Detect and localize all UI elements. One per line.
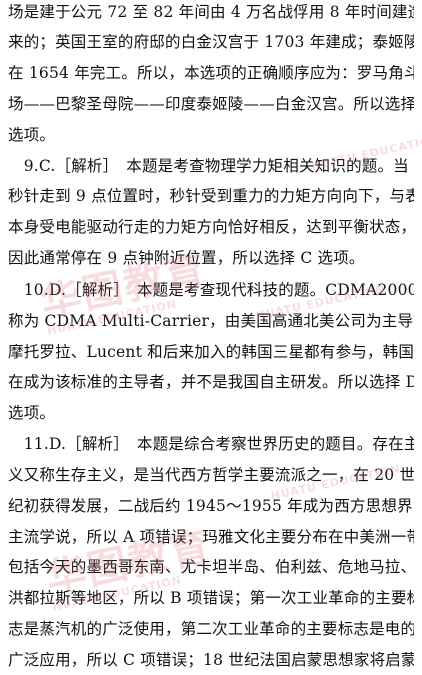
text-line: 在成为该标准的主导者，并不是我国自主研发。所以选择 D bbox=[8, 373, 414, 391]
text-line: 纪初获得发展，二战后约 1945～1955 年成为西方思想界的 bbox=[8, 497, 414, 515]
text-line: 11.D.［解析］ 本题是综合考察世界历史的题目。存在主 bbox=[8, 435, 414, 453]
text-line: 称为 CDMA Multi-Carrier，由美国高通北美公司为主导提出， bbox=[8, 312, 414, 330]
text-line: 志是蒸汽机的广泛使用，第二次工业革命的主要标志是电的 bbox=[8, 620, 414, 638]
text-line: 摩托罗拉、Lucent 和后来加入的韩国三星都有参与，韩国现 bbox=[8, 343, 414, 361]
text-line: 本身受电能驱动行走的力矩方向恰好相反，达到平衡状态， bbox=[8, 218, 414, 236]
text-line: 场是建于公元 72 至 82 年间由 4 万名战俘用 8 年时间建造起 bbox=[8, 3, 414, 21]
text-line: 10.D.［解析］ 本题是考查现代科技的题。CDMA2000 也 bbox=[8, 281, 414, 299]
text-line: 包括今天的墨西哥东南、尤卡坦半岛、伯利兹、危地马拉、 bbox=[8, 558, 414, 576]
text-line: 广泛应用，所以 C 项错误；18 世纪法国启蒙思想家将启蒙运 bbox=[8, 651, 414, 669]
text-line: 来的；英国王室的府邸的白金汉宫于 1703 年建成；泰姬陵 bbox=[8, 33, 414, 51]
text-line: 洪都拉斯等地区，所以 B 项错误；第一次工业革命的主要标 bbox=[8, 589, 414, 607]
text-line: 选项。 bbox=[8, 126, 56, 144]
text-line: 义又称生存主义，是当代西方哲学主要流派之一，在 20 世 bbox=[8, 466, 414, 484]
text-line: 在 1654 年完工。所以，本选项的正确顺序应为：罗马角斗 bbox=[8, 64, 414, 82]
text-line: 9.C.［解析］ 本题是考查物理学力矩相关知识的题。当 bbox=[8, 157, 409, 175]
text-line: 主流学说，所以 A 项错误；玛雅文化主要分布在中美洲一带， bbox=[8, 528, 414, 546]
text-line: 场——巴黎圣母院——印度泰姬陵——白金汉宫。所以选择 B bbox=[8, 95, 414, 113]
text-line: 秒针走到 9 点位置时，秒针受到重力的力矩方向向下，与表 bbox=[8, 187, 414, 205]
text-line: 选项。 bbox=[8, 404, 56, 422]
text-line: 因此通常停在 9 点钟附近位置，所以选择 C 选项。 bbox=[8, 249, 365, 267]
